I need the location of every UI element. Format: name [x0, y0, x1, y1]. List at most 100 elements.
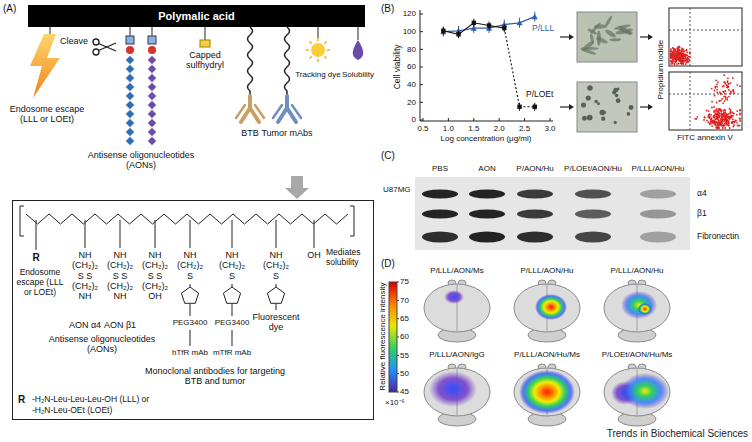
circle-shape — [739, 109, 741, 111]
ellipse-shape — [519, 370, 575, 414]
circle-shape — [720, 93, 722, 95]
circle-shape — [718, 100, 720, 102]
line-shape — [420, 14, 423, 15]
circle-shape — [724, 127, 726, 129]
circle-shape — [723, 96, 725, 98]
colorbar-tick: 65 — [400, 314, 409, 323]
circle-shape — [675, 55, 677, 57]
circle-shape — [723, 115, 725, 117]
ellipse-shape — [575, 210, 611, 219]
rect-shape — [415, 177, 690, 250]
polygon-shape — [648, 104, 653, 110]
line-shape — [499, 118, 500, 121]
group-label: Tumor mAbs — [261, 128, 312, 138]
polygon-shape — [569, 34, 574, 40]
circle-shape — [681, 51, 683, 53]
circle-shape — [680, 60, 682, 62]
node-title: Polymalic acid — [158, 10, 234, 23]
chemical-group: NH (CH₂)₂ S S (CH₂)₂ OH — [142, 250, 168, 302]
line-shape — [130, 27, 131, 36]
circle-shape — [707, 121, 709, 123]
line-shape — [36, 220, 37, 250]
ellipse-shape — [615, 27, 633, 35]
structure-bonds — [20, 206, 354, 346]
colorbar-tick: 70 — [400, 296, 409, 305]
tick-label: 3.0 — [544, 124, 555, 133]
circle-shape — [602, 110, 606, 114]
circle-shape — [672, 52, 674, 54]
colorbar-tick: 60 — [400, 332, 409, 341]
polygon-shape — [148, 110, 157, 119]
circle-shape — [718, 108, 720, 110]
aon-strand — [148, 27, 157, 146]
circle-shape — [717, 111, 719, 113]
path-shape — [255, 105, 264, 118]
circle-shape — [676, 57, 678, 59]
circle-shape — [714, 95, 716, 97]
circle-shape — [729, 127, 731, 129]
polygon-shape — [148, 74, 157, 83]
line-shape — [190, 304, 191, 316]
circle-shape — [722, 125, 724, 127]
circle-shape — [726, 99, 728, 101]
line-shape — [423, 118, 424, 121]
circle-shape — [672, 54, 674, 56]
peg-linker — [285, 27, 290, 96]
circle-shape — [675, 54, 677, 56]
circle-shape — [721, 118, 723, 120]
circle-shape — [601, 116, 605, 120]
circle-shape — [723, 74, 725, 76]
circle-shape — [679, 54, 681, 56]
line-shape — [397, 392, 399, 393]
structure-label: Endosome escape (LLL or LOEt) — [14, 268, 66, 297]
line-shape — [317, 59, 319, 62]
line-shape — [314, 220, 315, 248]
circle-shape — [715, 126, 717, 128]
ellipse-shape — [640, 232, 676, 243]
circle-shape — [677, 52, 679, 54]
circle-shape — [736, 114, 738, 116]
polygon-shape — [126, 110, 135, 119]
circle-shape — [721, 119, 723, 121]
circle-shape — [677, 55, 679, 57]
tracking-dye-sun — [306, 38, 330, 62]
circle-shape — [674, 63, 676, 65]
circle-shape — [729, 93, 731, 95]
circle-shape — [706, 110, 708, 112]
circle-shape — [727, 86, 729, 88]
circle-shape — [719, 109, 721, 111]
line-shape — [232, 220, 233, 248]
circle-shape — [711, 88, 713, 90]
polygon-shape — [126, 74, 135, 83]
circle-shape — [685, 50, 687, 52]
circle-shape — [684, 58, 686, 60]
series-label: P/LLL — [532, 24, 554, 34]
ellipse-shape — [590, 22, 602, 35]
mouse-brain — [604, 364, 670, 426]
circle-shape — [673, 61, 675, 63]
circle-shape — [673, 47, 675, 49]
ellipse-shape — [621, 291, 657, 319]
circle-shape — [686, 61, 688, 63]
circle-shape — [672, 63, 674, 65]
circle-shape — [719, 116, 721, 118]
line-shape — [640, 36, 649, 37]
circle-shape — [728, 89, 730, 91]
line-shape — [155, 220, 156, 248]
circle-shape — [674, 56, 676, 58]
line-shape — [120, 220, 121, 248]
group-label: Capped sulfhydryl — [179, 50, 231, 71]
circle-shape — [675, 54, 677, 56]
tick-label: 60 — [407, 62, 416, 71]
polygon-shape — [148, 101, 157, 110]
line-shape — [420, 67, 423, 68]
circle-shape — [716, 83, 718, 85]
circle-shape — [724, 112, 726, 114]
band-label: α4 — [697, 189, 707, 199]
structure-panel: REndosome escape (LLL or LOEt)Mediates s… — [12, 200, 374, 420]
circle-shape — [720, 93, 722, 95]
polygon-shape — [181, 287, 198, 303]
path-shape — [26, 214, 348, 224]
circle-shape — [680, 61, 682, 63]
